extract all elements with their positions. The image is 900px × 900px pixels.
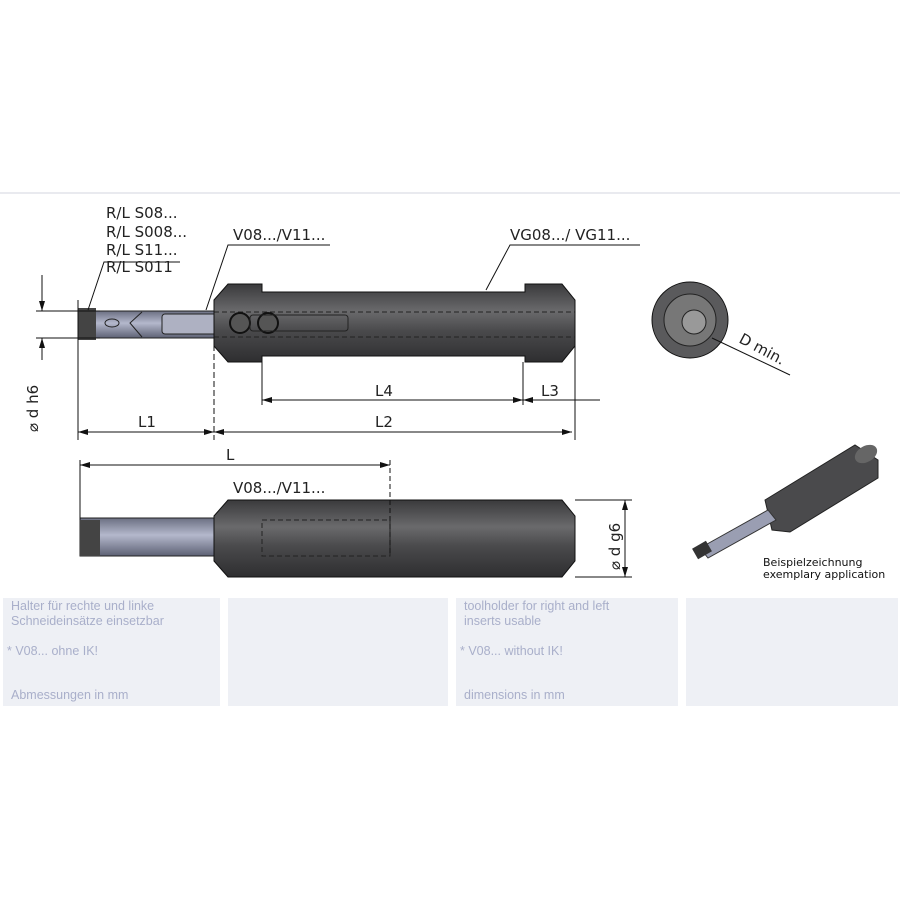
dim-L4: L4 — [375, 382, 393, 400]
dim-L1: L1 — [138, 413, 156, 431]
dim-D-min: D min. — [736, 330, 788, 369]
note-text: * V08... ohne IK! — [7, 644, 99, 658]
insert-label-2: R/L S008... — [106, 223, 187, 241]
lower-tool-view — [79, 499, 576, 578]
holder-body-lower — [213, 499, 576, 578]
dim-d-h6: ⌀ d h6 — [24, 385, 42, 432]
dim-L: L — [226, 446, 235, 464]
note-text: toolholder for right and left — [464, 599, 610, 613]
dim-L3: L3 — [541, 382, 559, 400]
insert-label-3: R/L S11... — [106, 241, 178, 259]
end-view — [651, 281, 791, 376]
upper-tool-view — [77, 283, 576, 363]
insert-label-1: R/L S08... — [106, 204, 178, 222]
shank-label-lower: V08.../V11... — [233, 479, 325, 497]
notes-empty-1 — [228, 598, 448, 706]
holder-body — [213, 283, 576, 363]
units-text: dimensions in mm — [464, 688, 565, 702]
note-text: inserts usable — [464, 614, 542, 628]
screw — [257, 312, 279, 334]
screw — [229, 312, 251, 334]
notes-german: Halter für rechte und linke Schneideinsä… — [3, 598, 220, 706]
dim-d-g6: ⌀ d g6 — [606, 523, 624, 570]
shank-label: V08.../V11... — [233, 226, 325, 244]
units-text: Abmessungen in mm — [11, 688, 129, 702]
example-caption-de: Beispielzeichnung — [763, 556, 862, 569]
notes-empty-2 — [686, 598, 898, 706]
insert — [78, 308, 96, 340]
note-text: Halter für rechte und linke — [11, 599, 155, 613]
dim-L2: L2 — [375, 413, 393, 431]
insert-label-4: R/L S011 — [106, 258, 173, 276]
note-text: Schneideinsätze einsetzbar — [11, 614, 164, 628]
example-3d-image — [692, 444, 879, 560]
notes-english: toolholder for right and left inserts us… — [456, 598, 678, 706]
holder-label: VG08.../ VG11... — [510, 226, 630, 244]
note-text: * V08... without IK! — [460, 644, 563, 658]
example-caption-en: exemplary application — [763, 568, 885, 581]
